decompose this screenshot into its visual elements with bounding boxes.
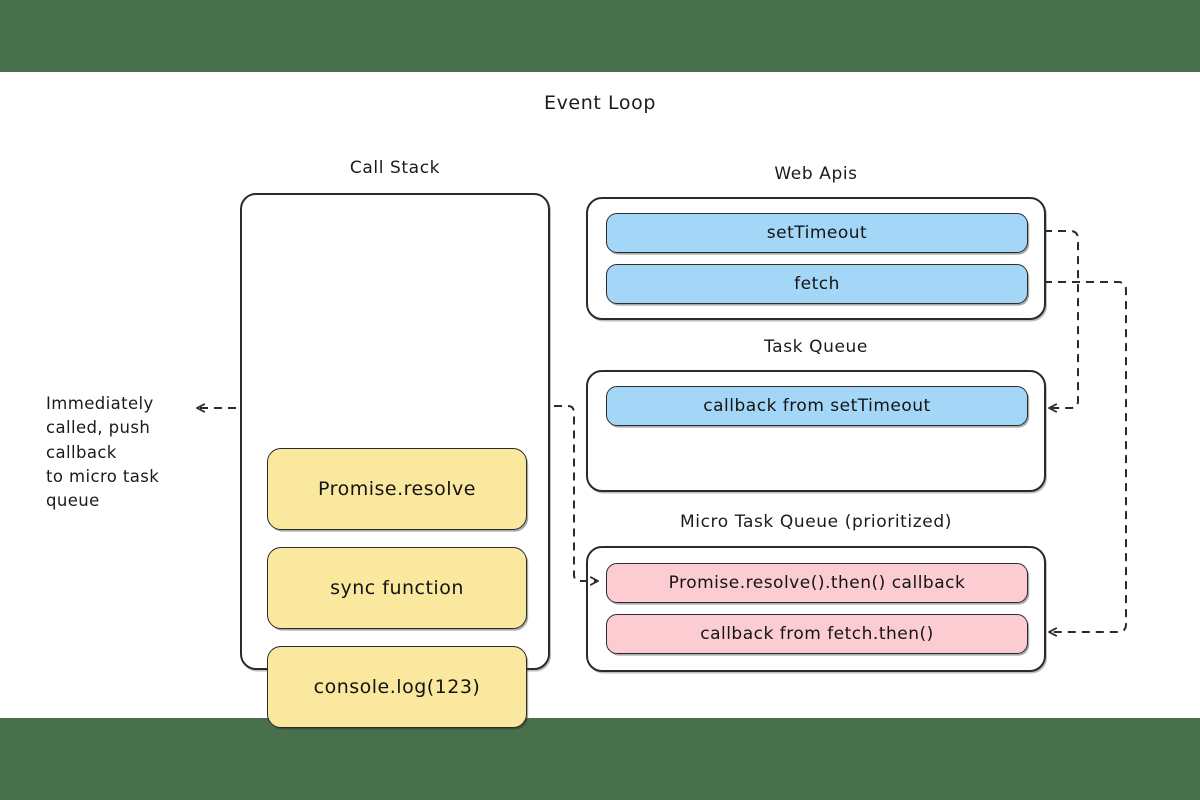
web-apis-container: setTimeout fetch (586, 197, 1046, 320)
micro-task-queue-container: Promise.resolve().then() callback callba… (586, 546, 1046, 672)
annotation-line-3: callback (46, 442, 117, 462)
annotation-line-2: called, push (46, 418, 151, 438)
micro-task-item-promise-then[interactable]: Promise.resolve().then() callback (606, 563, 1028, 603)
web-apis-label: Web Apis (774, 164, 858, 184)
call-stack-frame-sync-function[interactable]: sync function (267, 547, 527, 629)
letterbox-top (0, 0, 1200, 72)
task-queue-item-settimeout-callback[interactable]: callback from setTimeout (606, 386, 1028, 426)
call-stack-label: Call Stack (349, 158, 441, 178)
annotation-line-1: Immediately (46, 394, 154, 413)
call-stack-frame-promise-resolve[interactable]: Promise.resolve (267, 448, 527, 530)
micro-task-queue-label: Micro Task Queue (prioritized) (680, 512, 952, 532)
micro-task-item-fetch-then[interactable]: callback from fetch.then() (606, 614, 1028, 654)
annotation-line-4: to micro task (46, 466, 160, 486)
task-queue-container: callback from setTimeout (586, 370, 1046, 492)
diagram-content: Event Loop Immediately called, push call… (0, 72, 1200, 728)
web-api-item-settimeout[interactable]: setTimeout (606, 213, 1028, 253)
task-queue-label: Task Queue (764, 337, 868, 357)
arrow-fetch-to-microtask-queue (1044, 281, 1127, 632)
arrow-settimeout-to-task-queue (1044, 230, 1079, 408)
call-stack-frame-console-log[interactable]: console.log(123) (267, 646, 527, 728)
call-stack-container: Promise.resolve sync function console.lo… (240, 193, 550, 728)
web-api-item-fetch[interactable]: fetch (606, 264, 1028, 304)
annotation-line-5: queue (46, 491, 100, 510)
diagram-title: Event Loop (543, 92, 657, 114)
letterbox-bottom (0, 718, 1200, 800)
annotation-text: Immediately called, push callback to mic… (46, 392, 231, 513)
